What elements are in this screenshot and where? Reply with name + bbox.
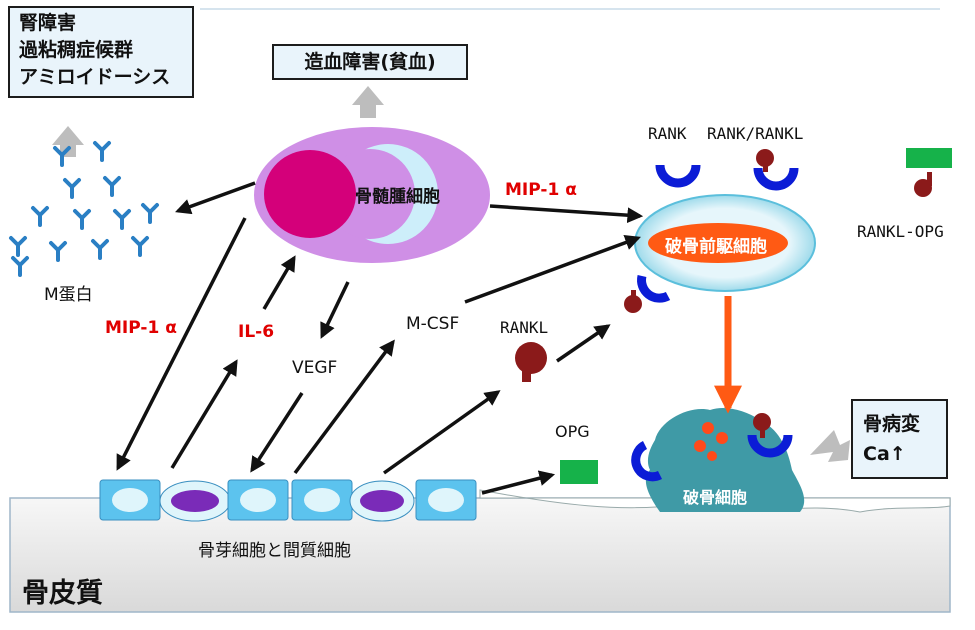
arrow-myeloma-to-vegf bbox=[320, 281, 350, 339]
il6-label: IL-6 bbox=[238, 322, 275, 342]
lesion-line-2: Ca↑ bbox=[863, 443, 906, 465]
rankl-label: RANKL bbox=[500, 318, 549, 337]
osteoclast-receptor-left bbox=[631, 440, 663, 482]
disease-line-3: アミロイドーシス bbox=[19, 66, 171, 88]
osteoclast-rankl-ligand bbox=[753, 413, 771, 438]
arrow-vegf-to-bonecells bbox=[250, 392, 304, 473]
arrow-rankl-to-precursor bbox=[556, 324, 611, 363]
bone-cortex-region bbox=[9, 497, 951, 613]
anemia-box: 造血障害(貧血) bbox=[272, 44, 468, 80]
arrow-myeloma-to-mprotein bbox=[175, 181, 256, 215]
vegf-label: VEGF bbox=[292, 358, 338, 378]
rank-receptor-2 bbox=[753, 167, 799, 191]
osteoclast-label: 破骨細胞 bbox=[683, 488, 748, 507]
mcsf-label: M-CSF bbox=[406, 314, 460, 334]
gray-arrow-up-anemia bbox=[352, 86, 384, 118]
rankl-opg-opg-shape bbox=[906, 148, 952, 168]
arrow-bonecells-to-il6 bbox=[170, 359, 238, 469]
arrow-mcsf-to-precursor bbox=[464, 234, 641, 304]
rankl-ligand-bound-side bbox=[624, 290, 642, 313]
gray-arrow-up-disease bbox=[52, 126, 84, 157]
rankl-opg-ligand bbox=[914, 172, 932, 197]
rankl-free-ligand bbox=[515, 342, 547, 382]
disease-box: 腎障害 過粘稠症候群 アミロイドーシス bbox=[8, 6, 194, 98]
cortex-label: 骨皮質 bbox=[22, 578, 103, 609]
bone-cells-label: 骨芽細胞と間質細胞 bbox=[198, 541, 351, 561]
mip-top-label: MIP-1 α bbox=[505, 180, 577, 200]
rankl-opg-label: RANKL-OPG bbox=[857, 222, 944, 241]
opg-label: OPG bbox=[555, 422, 590, 441]
arrow-bonecells-to-mcsf bbox=[293, 339, 395, 475]
arrow-bonecells-to-rankl bbox=[382, 390, 501, 475]
bone-cells-row bbox=[99, 479, 477, 522]
disease-line-2: 過粘稠症候群 bbox=[19, 39, 134, 61]
m-protein-label: M蛋白 bbox=[44, 285, 93, 305]
lesion-line-1: 骨病変 bbox=[863, 413, 921, 435]
m-protein-antibodies bbox=[9, 141, 159, 277]
disease-line-1: 腎障害 bbox=[19, 12, 77, 34]
rank-receptor-3 bbox=[637, 274, 671, 303]
arrow-il6-to-myeloma bbox=[262, 255, 296, 310]
rank-label: RANK bbox=[648, 124, 687, 143]
rank-receptor-1 bbox=[655, 164, 701, 188]
rankl-ligand-bound-top bbox=[756, 149, 774, 172]
arrow-myeloma-to-bonecells bbox=[116, 217, 247, 471]
myeloma-nucleus bbox=[264, 150, 356, 238]
arrow-bonecells-to-opg bbox=[481, 470, 556, 495]
lesion-box: 骨病変 Ca↑ bbox=[851, 399, 948, 479]
arrow-mip-to-precursor bbox=[489, 204, 644, 224]
rank-rankl-label: RANK/RANKL bbox=[707, 124, 804, 143]
myeloma-cell-label: 骨髄腫細胞 bbox=[355, 187, 440, 207]
gray-arrow-lesion bbox=[810, 430, 850, 462]
osteoclast-receptor-right bbox=[747, 434, 793, 458]
anemia-text: 造血障害(貧血) bbox=[304, 51, 436, 73]
osteoclast-granules bbox=[694, 422, 728, 461]
precursor-label: 破骨前駆細胞 bbox=[665, 237, 767, 257]
mip-left-label: MIP-1 α bbox=[105, 318, 177, 338]
precursor-nucleus bbox=[648, 223, 788, 263]
opg-shape bbox=[560, 460, 598, 484]
